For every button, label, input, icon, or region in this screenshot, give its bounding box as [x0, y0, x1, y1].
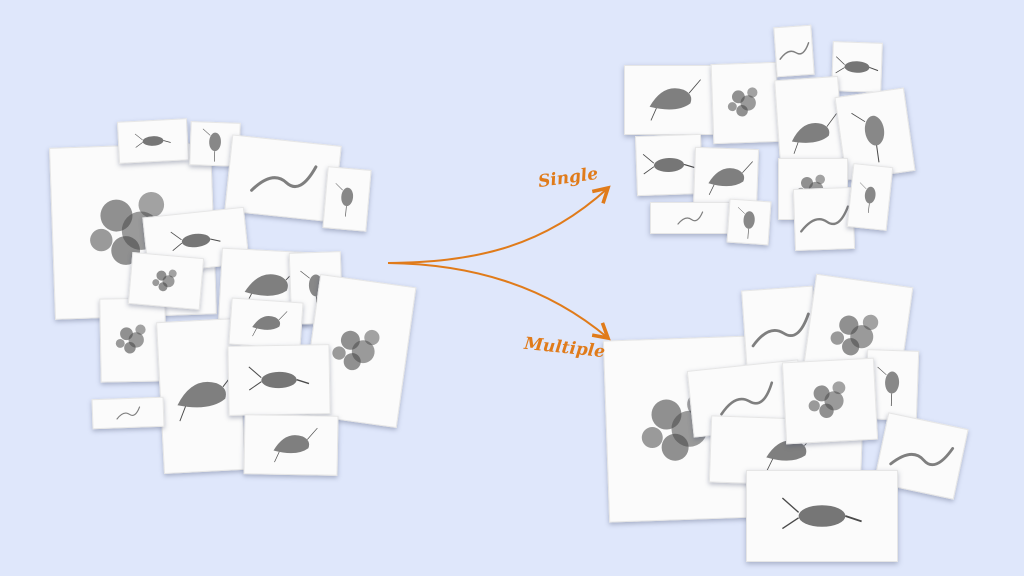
unsorted-pile-card	[189, 121, 241, 167]
shrimp-icon	[791, 113, 837, 154]
worm-icon	[116, 406, 141, 420]
cluster-icon	[332, 329, 380, 371]
copepod-icon	[170, 231, 221, 252]
cluster-icon	[152, 269, 177, 292]
shrimp-icon	[708, 161, 753, 195]
single-card	[710, 61, 780, 145]
unsorted-pile-card	[99, 297, 167, 383]
unsorted-pile-card	[322, 166, 372, 232]
worm-icon	[250, 165, 318, 192]
cluster-icon	[830, 314, 879, 356]
multiple-card	[686, 359, 806, 438]
single-card	[634, 133, 704, 197]
single-card	[650, 202, 730, 234]
multiple-card	[800, 273, 914, 399]
unsorted-pile-card	[228, 297, 304, 350]
shrimp-icon	[649, 79, 701, 121]
worm-icon	[800, 205, 850, 233]
worm-icon	[720, 381, 774, 416]
multiple-card	[864, 349, 920, 421]
unsorted-pile-card	[142, 206, 250, 275]
single-card	[846, 163, 894, 231]
multiple-card	[741, 285, 819, 375]
copepod-icon	[642, 153, 695, 175]
unsorted-pile-card	[91, 396, 165, 430]
larva-icon	[877, 366, 900, 407]
copepod-icon	[835, 56, 879, 74]
worm-icon	[677, 211, 704, 225]
larva-icon	[851, 112, 885, 163]
unsorted-pile-card	[243, 414, 339, 476]
worm-icon	[779, 42, 810, 60]
unsorted-pile-card	[300, 273, 417, 429]
unsorted-pile-card	[224, 134, 342, 223]
single-card	[831, 41, 883, 93]
single-card	[726, 198, 772, 246]
worm-icon	[889, 447, 955, 467]
larva-icon	[859, 182, 876, 213]
single-card	[773, 24, 815, 78]
copepod-icon	[134, 133, 171, 148]
shrimp-icon	[252, 311, 288, 337]
single-card	[792, 186, 856, 252]
single-card	[774, 75, 846, 193]
arrow-to-multiple	[387, 262, 611, 341]
unsorted-pile-card	[116, 118, 190, 164]
cluster-icon	[727, 87, 758, 117]
copepod-icon	[781, 497, 862, 530]
copepod-icon	[248, 366, 310, 391]
multiple-card	[781, 357, 879, 445]
larva-icon	[335, 183, 354, 217]
multiple-card	[873, 412, 969, 500]
shrimp-icon	[273, 427, 318, 463]
single-card	[834, 87, 916, 181]
cluster-icon	[115, 324, 146, 354]
multiple-card	[746, 470, 898, 562]
single-card	[624, 65, 716, 135]
larva-icon	[737, 207, 755, 239]
unsorted-pile-card	[227, 344, 331, 416]
unsorted-pile-card	[127, 251, 205, 311]
worm-icon	[751, 312, 810, 348]
arrow-to-single	[387, 185, 611, 264]
cluster-icon	[808, 381, 846, 418]
single-card	[692, 146, 760, 210]
larva-icon	[202, 128, 221, 162]
